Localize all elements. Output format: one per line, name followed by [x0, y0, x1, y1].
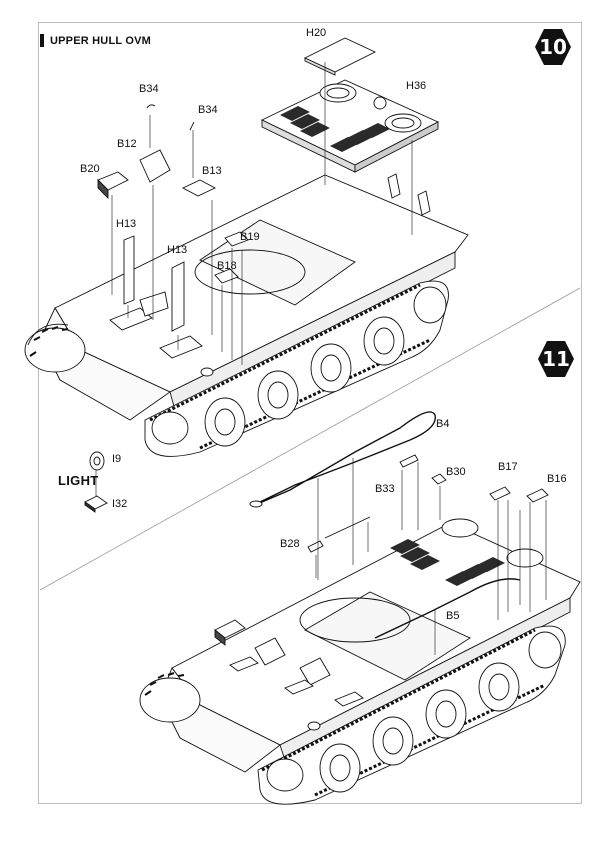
section-title-text: UPPER HULL OVM [50, 34, 151, 47]
part-label-b18: B18 [217, 260, 237, 272]
part-label-b13: B13 [202, 165, 222, 177]
part-label-b33: B33 [375, 483, 395, 495]
part-label-h36: H36 [406, 80, 427, 92]
step10-hatch-h20 [303, 37, 377, 73]
step11-tow-cable-b4 [254, 411, 436, 506]
step11-turret-plate [304, 591, 471, 681]
step11-deck-fittings [214, 619, 364, 731]
part-label-b30: B30 [446, 466, 466, 478]
step11-left-track [139, 672, 201, 723]
part-label-i9: I9 [112, 453, 122, 465]
step11-hull [84, 411, 581, 805]
step11-turret-ring [299, 597, 411, 643]
step11-cable-b5 [374, 578, 521, 639]
step-11-hexagon-icon [538, 341, 574, 377]
part-label-b34-a: B34 [139, 83, 159, 95]
part-label-b28: B28 [280, 538, 300, 550]
part-label-b17: B17 [498, 461, 518, 473]
step10-left-track [24, 323, 86, 373]
part-label-b4: B4 [436, 418, 450, 430]
step10-hull-side [169, 251, 456, 411]
part-label-h20: H20 [306, 27, 327, 39]
part-label-b20: B20 [80, 163, 100, 175]
step-divider-line [39, 287, 581, 591]
step10-small-parts [97, 104, 249, 377]
step11-right-track [257, 625, 566, 805]
step11-small-parts [84, 451, 549, 553]
light-label: LIGHT [58, 473, 99, 488]
part-label-b5: B5 [446, 610, 460, 622]
step-10-hexagon-icon [535, 29, 571, 65]
step-10-number: 10 [539, 35, 567, 59]
step11-guide-lines [95, 458, 547, 655]
step11-hull-side [279, 597, 571, 761]
part-label-i32: I32 [112, 498, 128, 510]
step10-plate [139, 291, 169, 317]
step10-guide-lines [111, 62, 413, 365]
step11-cable-eye-1 [249, 500, 263, 508]
step10-hull [24, 37, 469, 457]
step10-turret-ring [194, 249, 306, 295]
part-label-b34-b: B34 [198, 104, 218, 116]
title-marker [40, 34, 44, 47]
step10-hatch-2 [159, 335, 203, 359]
part-label-b16: B16 [547, 473, 567, 485]
part-label-b12: B12 [117, 138, 137, 150]
step11-grilles [390, 539, 505, 586]
step10-right-track [144, 280, 449, 457]
step10-hatch-1 [109, 307, 153, 331]
step-11-number: 11 [542, 347, 570, 371]
step10-engine-deck-h36 [260, 79, 440, 216]
page-frame [38, 22, 582, 804]
section-title: UPPER HULL OVM [40, 34, 151, 47]
part-label-b19: B19 [240, 231, 260, 243]
part-label-h13-b: H13 [167, 244, 188, 256]
part-label-h13-a: H13 [116, 218, 137, 230]
